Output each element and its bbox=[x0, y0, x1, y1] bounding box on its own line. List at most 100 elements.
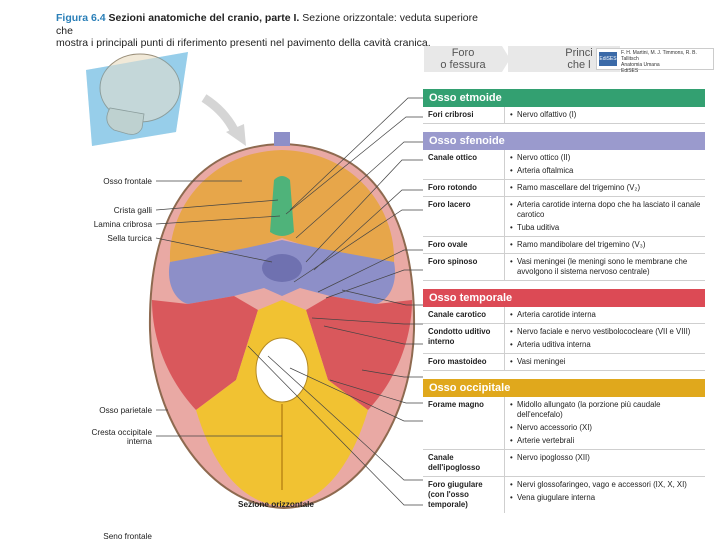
crista-top bbox=[274, 132, 290, 146]
credit-line-3: EdiSES bbox=[621, 68, 639, 74]
right-leader-lines bbox=[247, 97, 423, 506]
section-header-sfenoide: Osso sfenoide bbox=[423, 132, 705, 150]
credit-line-2: Anatomia Umana bbox=[621, 62, 660, 68]
foramen-name: Canale ottico bbox=[423, 150, 505, 179]
table-row: Foro rotondo Ramo mascellare del trigemi… bbox=[423, 180, 705, 197]
foramina-table: Osso etmoide Fori cribrosi Nervo olfatti… bbox=[423, 89, 705, 513]
foramen-magnum-shape bbox=[255, 337, 309, 403]
passages-cell: Midollo allungato (la porzione più cauda… bbox=[505, 397, 705, 449]
section-header-temporale: Osso temporale bbox=[423, 289, 705, 307]
sella-turcica-shape bbox=[262, 254, 302, 282]
passage-item: Nervi glossofaringeo, vago e accessori (… bbox=[509, 480, 701, 490]
passages-cell: Nervo ipoglosso (XII) bbox=[505, 450, 705, 476]
table-row: Canale ottico Nervo ottico (II) Arteria … bbox=[423, 150, 705, 180]
temporal-left-region bbox=[152, 296, 258, 410]
passage-item: Nervo accessorio (XI) bbox=[509, 423, 701, 433]
table-row: Foro spinoso Vasi meningei (le meningi s… bbox=[423, 254, 705, 281]
passage-item: Ramo mandibolare del trigemino (V₃) bbox=[509, 240, 701, 250]
table-row: Foro lacero Arteria carotide interna dop… bbox=[423, 197, 705, 237]
foramen-name: Forame magno bbox=[423, 397, 505, 449]
passage-item: Vena giugulare interna bbox=[509, 493, 701, 503]
passage-item: Midollo allungato (la porzione più cauda… bbox=[509, 400, 701, 420]
column-header-principal-line2: che l bbox=[567, 59, 591, 71]
table-row: Fori cribrosi Nervo olfattivo (I) bbox=[423, 107, 705, 124]
temporal-right-region bbox=[306, 296, 412, 410]
foramen-name: Canale carotico bbox=[423, 307, 505, 323]
column-arrow-1 bbox=[502, 46, 510, 72]
view-arrow bbox=[201, 94, 241, 136]
passages-cell: Arteria carotide interna dopo che ha las… bbox=[505, 197, 705, 236]
foramen-name: Fori cribrosi bbox=[423, 107, 505, 123]
foramen-name: Canale dell'ipoglosso bbox=[423, 450, 505, 476]
passages-cell: Nervi glossofaringeo, vago e accessori (… bbox=[505, 477, 705, 513]
foramen-name: Foro mastoideo bbox=[423, 354, 505, 370]
passage-item: Arteria oftalmica bbox=[509, 166, 701, 176]
skull-thumbnail bbox=[86, 52, 188, 146]
table-row: Foro ovale Ramo mandibolare del trigemin… bbox=[423, 237, 705, 254]
label-crista-galli: Crista galli bbox=[113, 206, 152, 215]
credit-line-1: F. H. Martini, M. J. Timmons, R. B. Tall… bbox=[621, 50, 697, 62]
label-seno-frontale: Seno frontale bbox=[103, 532, 152, 541]
table-row: Forame magno Midollo allungato (la porzi… bbox=[423, 397, 705, 450]
passage-item: Nervo ipoglosso (XII) bbox=[509, 453, 701, 463]
passages-cell: Arteria carotide interna bbox=[505, 307, 705, 323]
section-header-etmoide: Osso etmoide bbox=[423, 89, 705, 107]
label-lamina-cribrosa: Lamina cribrosa bbox=[93, 220, 152, 229]
label-osso-frontale: Osso frontale bbox=[103, 177, 152, 186]
figure-text-2: mostra i principali punti di riferimento… bbox=[56, 37, 431, 49]
section-header-occipitale: Osso occipitale bbox=[423, 379, 705, 397]
foramen-name: Foro rotondo bbox=[423, 180, 505, 196]
passage-item: Vasi meningei bbox=[509, 357, 701, 367]
occipital-region bbox=[196, 300, 368, 506]
table-row: Foro mastoideo Vasi meningei bbox=[423, 354, 705, 371]
column-header-principal-line1: Princi bbox=[565, 47, 593, 59]
passage-item: Nervo faciale e nervo vestibolococleare … bbox=[509, 327, 701, 337]
passage-item: Arteria uditiva interna bbox=[509, 340, 701, 350]
figure-text-1: Sezione orizzontale: veduta superiore ch… bbox=[56, 12, 478, 37]
figure-caption: Figura 6.4 Sezioni anatomiche del cranio… bbox=[56, 12, 496, 50]
label-cresta-line2: interna bbox=[126, 437, 152, 446]
passages-cell: Ramo mascellare del trigemino (V₂) bbox=[505, 180, 705, 196]
foramen-name: Foro ovale bbox=[423, 237, 505, 253]
figure-title: Sezioni anatomiche del cranio, parte I. bbox=[108, 12, 300, 24]
skull-thumbnail-face bbox=[106, 107, 145, 135]
foramen-name: Foro giugulare (con l'osso temporale) bbox=[423, 477, 505, 513]
passages-cell: Vasi meningei bbox=[505, 354, 705, 370]
foramen-name: Foro lacero bbox=[423, 197, 505, 236]
passage-item: Nervo olfattivo (I) bbox=[509, 110, 701, 120]
table-row: Condotto uditivo interno Nervo faciale e… bbox=[423, 324, 705, 354]
passages-cell: Nervo faciale e nervo vestibolococleare … bbox=[505, 324, 705, 353]
passages-cell: Nervo ottico (II) Arteria oftalmica bbox=[505, 150, 705, 179]
table-row: Canale carotico Arteria carotide interna bbox=[423, 307, 705, 324]
column-header-foro: Foro o fessura bbox=[424, 46, 502, 72]
label-sella-turcica: Sella turcica bbox=[107, 234, 152, 243]
passages-cell: Vasi meningei (le meningi sono le membra… bbox=[505, 254, 705, 280]
publisher-logo: EdiSES bbox=[599, 52, 617, 66]
passage-item: Vasi meningei (le meningi sono le membra… bbox=[509, 257, 701, 277]
passage-item: Ramo mascellare del trigemino (V₂) bbox=[509, 183, 701, 193]
column-header-foro-line1: Foro bbox=[451, 47, 475, 59]
table-row: Canale dell'ipoglosso Nervo ipoglosso (X… bbox=[423, 450, 705, 477]
label-sezione-orizzontale: Sezione orizzontale bbox=[238, 500, 314, 509]
passage-item: Tuba uditiva bbox=[509, 223, 701, 233]
ethmoid-region bbox=[270, 176, 294, 236]
figure-label: Figura 6.4 bbox=[56, 12, 106, 24]
view-arrow-head bbox=[226, 124, 246, 146]
passages-cell: Ramo mandibolare del trigemino (V₃) bbox=[505, 237, 705, 253]
table-row: Foro giugulare (con l'osso temporale) Ne… bbox=[423, 477, 705, 513]
passage-item: Nervo ottico (II) bbox=[509, 153, 701, 163]
label-osso-parietale: Osso parietale bbox=[99, 406, 152, 415]
passage-item: Arteria carotide interna dopo che ha las… bbox=[509, 200, 701, 220]
left-leader-lines bbox=[155, 180, 282, 437]
passages-cell: Nervo olfattivo (I) bbox=[505, 107, 705, 123]
cranial-floor bbox=[148, 132, 416, 510]
passage-item: Arterie vertebrali bbox=[509, 436, 701, 446]
label-cresta-line1: Cresta occipitale bbox=[91, 428, 152, 437]
passage-item: Arteria carotide interna bbox=[509, 310, 701, 320]
foramen-name: Foro spinoso bbox=[423, 254, 505, 280]
credit-box: EdiSES F. H. Martini, M. J. Timmons, R. … bbox=[596, 48, 714, 74]
label-cresta-occipitale: Cresta occipitale interna bbox=[60, 428, 152, 446]
foramen-name: Condotto uditivo interno bbox=[423, 324, 505, 353]
column-header-foro-line2: o fessura bbox=[440, 59, 486, 71]
